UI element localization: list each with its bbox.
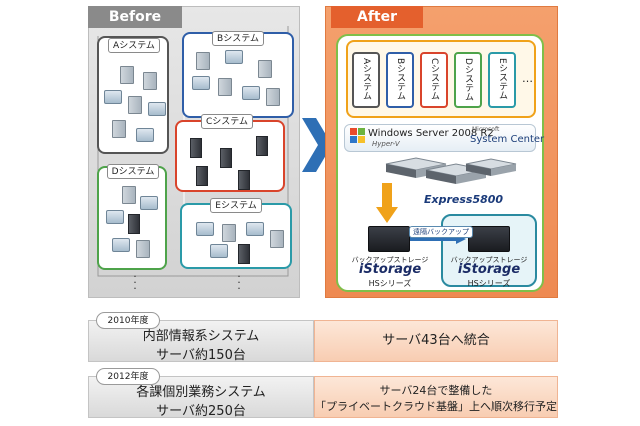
server-icon [190, 138, 202, 158]
express5800-server-icon [385, 157, 517, 184]
vm-label: Cシステム [429, 58, 439, 101]
system-c-label: Cシステム [201, 114, 253, 129]
server-icon [222, 224, 236, 242]
system-b-label: Bシステム [212, 31, 264, 46]
server-icon [143, 72, 157, 90]
server-icon [128, 214, 140, 234]
server-icon [258, 60, 272, 78]
storage-icon [196, 222, 214, 236]
server-icon [238, 244, 250, 264]
system-a-label: Aシステム [108, 38, 160, 53]
server-icon [220, 148, 232, 168]
storage-icon [242, 86, 260, 100]
storage-left-caption: バックアップストレージ [351, 256, 429, 264]
after-title: After [331, 6, 423, 28]
windows-logo-icon [350, 128, 365, 143]
platform-bar [344, 124, 536, 152]
storage-icon [112, 238, 130, 252]
storage-icon [106, 210, 124, 224]
windows-server-label: Windows Server 2008 R2 [368, 128, 494, 139]
storage-icon [136, 128, 154, 142]
storage-right-icon [468, 226, 510, 252]
server-icon [136, 240, 150, 258]
server-icon [238, 170, 250, 190]
server-icon [256, 136, 268, 156]
row-2010-left-line2: サーバ約150台 [156, 348, 246, 363]
row-2012-right-line1: サーバ24台で整備した [379, 384, 493, 397]
storage-left-icon [368, 226, 410, 252]
server-icon [128, 96, 142, 114]
down-arrow-icon [376, 183, 398, 223]
vm-a: Aシステム [352, 52, 380, 108]
system-e-label: Eシステム [210, 198, 262, 213]
system-d-label: Dシステム [107, 164, 159, 179]
storage-right-caption: バックアップストレージ [450, 256, 528, 264]
server-icon [196, 166, 208, 186]
vm-label: Bシステム [395, 58, 405, 101]
microsoft-label: Microsoft [472, 126, 500, 133]
storage-icon [104, 90, 122, 104]
server-icon [196, 52, 210, 70]
row-2010-left-line1: 内部情報系システム [142, 329, 260, 344]
vm-e: Eシステム [488, 52, 516, 108]
vm-label: Aシステム [361, 58, 371, 101]
vm-d: Dシステム [454, 52, 482, 108]
server-icon [120, 66, 134, 84]
vm-c: Cシステム [420, 52, 448, 108]
vm-label: Eシステム [497, 58, 507, 100]
year-2012-tag: 2012年度 [96, 368, 160, 385]
server-icon [122, 186, 136, 204]
server-icon [270, 230, 284, 248]
storage-icon [225, 50, 243, 64]
storage-icon [210, 244, 228, 258]
storage-right-brand: iStorage [457, 262, 521, 277]
system-center-label: System Center [470, 134, 545, 145]
year-2010-tag: 2010年度 [96, 312, 160, 329]
vm-label: Dシステム [463, 58, 473, 101]
remote-backup-label: 遠隔バックアップ [409, 226, 473, 238]
hyperv-label: Hyper-V [372, 140, 400, 148]
row-2012-left-line2: サーバ約250台 [156, 404, 246, 419]
express5800-label: Express5800 [424, 193, 504, 206]
storage-right-series: HSシリーズ [467, 279, 511, 288]
row-2012-right-line2: 「プライベートクラウド基盤」上へ順次移行予定 [315, 400, 557, 413]
storage-icon [246, 222, 264, 236]
remote-arrow-icon [410, 234, 466, 244]
ellipsis-dots: ··· [237, 270, 241, 295]
storage-icon [192, 76, 210, 90]
row-2010-right: サーバ43台へ統合 [314, 320, 558, 362]
ellipsis-dots: ··· [133, 270, 137, 295]
server-icon [218, 78, 232, 96]
row-2012-left-line1: 各課個別業務システム [136, 385, 266, 400]
server-icon [112, 120, 126, 138]
before-title: Before [88, 6, 182, 28]
storage-left-series: HSシリーズ [368, 279, 412, 288]
storage-left-brand: iStorage [358, 262, 422, 277]
storage-icon [140, 196, 158, 210]
row-2010-left: 内部情報系システム サーバ約150台 [88, 320, 314, 363]
vm-more: … [522, 72, 533, 85]
server-icon [266, 88, 280, 106]
row-2012-right: サーバ24台で整備した 「プライベートクラウド基盤」上へ順次移行予定 [314, 376, 558, 418]
vm-b: Bシステム [386, 52, 414, 108]
storage-icon [148, 102, 166, 116]
